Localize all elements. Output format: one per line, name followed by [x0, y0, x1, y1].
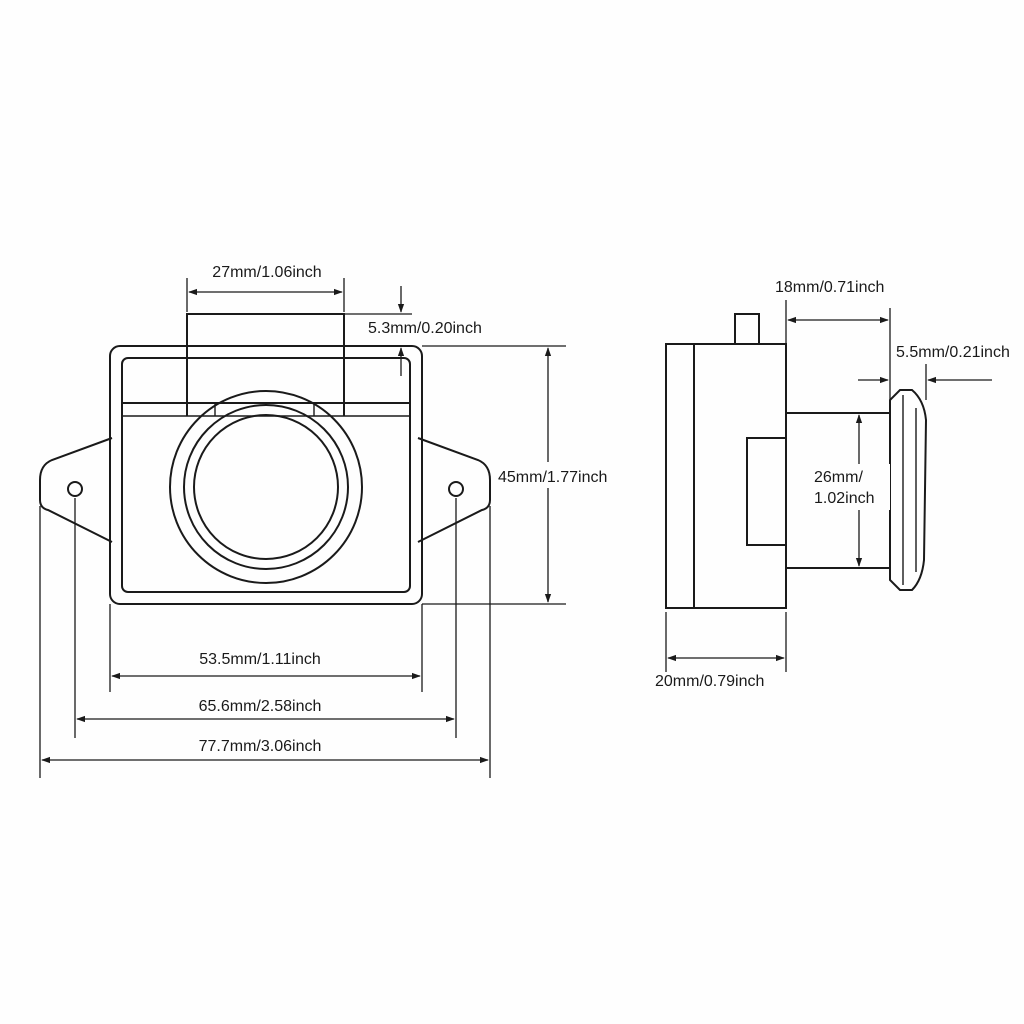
mounting-hole-left — [67, 481, 83, 497]
label-hole-spacing: 65.6mm/2.58inch — [199, 698, 322, 715]
label-body-depth: 20mm/0.79inch — [655, 673, 764, 690]
dim-overall-width: 77.7mm/3.06inch — [41, 738, 489, 764]
label-shaft-diameter-2: 1.02inch — [814, 490, 875, 507]
label-height: 45mm/1.77inch — [498, 469, 607, 486]
label-top-width: 27mm/1.06inch — [212, 264, 321, 281]
inner-frame — [121, 357, 411, 593]
dim-shaft-diameter: 26mm/ 1.02inch — [810, 414, 890, 567]
side-view — [665, 313, 928, 609]
latch-block — [186, 313, 345, 416]
label-top-lip: 5.3mm/0.20inch — [368, 320, 482, 337]
dim-shaft-length: 18mm/0.71inch — [775, 279, 891, 400]
dim-top-width: 27mm/1.06inch — [186, 264, 345, 312]
outer-housing — [109, 345, 423, 605]
label-overall-width: 77.7mm/3.06inch — [199, 738, 322, 755]
push-button-outer — [169, 390, 363, 584]
push-button-middle — [183, 404, 349, 570]
mounting-hole-right — [448, 481, 464, 497]
label-flange-thickness: 5.5mm/0.21inch — [896, 344, 1010, 361]
front-flange — [889, 389, 928, 591]
top-stub — [734, 313, 760, 345]
shaft — [786, 412, 890, 569]
side-body — [665, 343, 787, 609]
label-body-width: 53.5mm/1.11inch — [199, 651, 321, 668]
front-view — [39, 313, 491, 605]
label-shaft-length: 18mm/0.71inch — [775, 279, 884, 296]
mounting-flange — [39, 437, 113, 543]
label-shaft-diameter-1: 26mm/ — [814, 469, 863, 486]
dim-hole-spacing: 65.6mm/2.58inch — [76, 698, 455, 723]
dim-height: 45mm/1.77inch — [422, 345, 636, 605]
dim-top-lip: 5.3mm/0.20inch — [344, 286, 482, 376]
push-button-inner — [193, 414, 339, 560]
dim-flange-thickness: 5.5mm/0.21inch — [858, 344, 1010, 400]
dim-body-width: 53.5mm/1.11inch — [111, 651, 421, 680]
dim-body-depth: 20mm/0.79inch — [655, 612, 787, 690]
